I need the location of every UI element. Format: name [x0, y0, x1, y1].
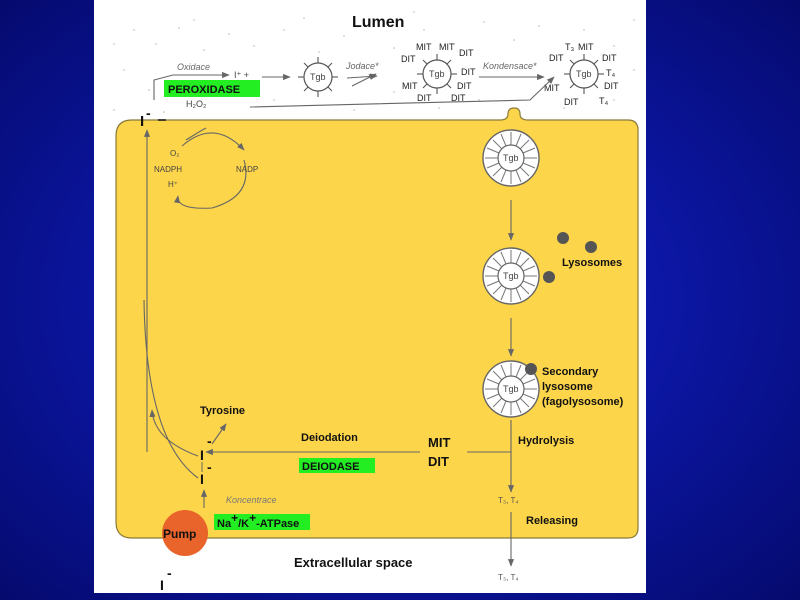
iodide-middle-charge: -: [207, 433, 212, 449]
mit-label: MIT: [439, 42, 455, 52]
vesicle-with-lysosomes: Tgb: [482, 247, 540, 305]
iodinated-residues-ball-3: T₃ MIT DIT DIT T₄ DIT MIT DIT T₄: [544, 42, 619, 107]
hplus-label: H⁺: [168, 180, 178, 189]
dit-label: DIT: [417, 93, 432, 103]
dit-label: DIT: [401, 54, 416, 64]
h2o2-label: H₂O₂: [186, 99, 207, 109]
lumen-speckles: [113, 11, 635, 113]
atpase-box: Na+/K+-ATPase: [214, 511, 310, 530]
iodide-middle: I: [200, 447, 204, 463]
tgb-ball-3: Tgb: [563, 53, 605, 95]
pump-label: Pump: [163, 527, 196, 541]
secondary-lysosome-label-2: lysosome: [542, 381, 593, 393]
t4-label: T₄: [599, 96, 608, 106]
iodide-top-charge: -: [146, 105, 151, 121]
lysosome-dot: [543, 271, 555, 283]
iodinated-residues-ball-2: MIT MIT DIT DIT DIT MIT DIT DIT DIT: [401, 42, 476, 103]
mit-label: MIT: [544, 83, 560, 93]
oxidace-label: Oxidace: [177, 62, 210, 72]
iodide-lower: I: [200, 471, 204, 487]
mit-label: MIT: [578, 42, 594, 52]
svg-text:Tgb: Tgb: [503, 384, 519, 394]
dit-label: DIT: [604, 81, 619, 91]
t4-label: T₄: [606, 68, 615, 78]
o2-label: O₂: [170, 149, 179, 158]
iodide-top: I: [140, 113, 144, 130]
lysosome-dot: [557, 232, 569, 244]
lumen-arrows: [143, 71, 555, 540]
nadph-cycle: O₂ NADPH H⁺ NADP: [154, 127, 258, 209]
dit-label: DIT: [457, 81, 472, 91]
deiodase-box: DEIODASE: [299, 458, 375, 473]
iodide-lower-charge: -: [207, 459, 212, 475]
dit-label: DIT: [461, 67, 476, 77]
peroxidase-label: PEROXIDASE: [168, 84, 240, 96]
nadp-label: NADP: [236, 165, 258, 174]
dit-label: DIT: [459, 48, 474, 58]
iodide-outside: I: [160, 577, 164, 593]
deiodase-label: DEIODASE: [302, 461, 359, 473]
kondensace-label: Kondensace*: [483, 61, 537, 71]
jodace-label: Jodace*: [345, 61, 379, 71]
follicular-cell: [115, 107, 639, 539]
tgb-ball-2: Tgb: [416, 53, 458, 95]
koncentrace-label: Koncentrace: [226, 495, 277, 505]
nadph-label: NADPH: [154, 165, 182, 174]
mit-product: MIT: [428, 435, 450, 450]
dit-label: DIT: [602, 53, 617, 63]
t3-label: T₃: [565, 42, 574, 52]
svg-text:Tgb: Tgb: [576, 69, 592, 79]
hydrolysis-label: Hydrolysis: [518, 435, 574, 447]
mit-label: MIT: [402, 81, 418, 91]
svg-text:Tgb: Tgb: [310, 72, 326, 82]
t3t4-released: T₃, T₄: [498, 573, 519, 582]
tyrosine-label: Tyrosine: [200, 405, 245, 417]
svg-text:Tgb: Tgb: [429, 69, 445, 79]
deiodation-label: Deiodation: [301, 432, 358, 444]
lysosome-dot: [585, 241, 597, 253]
extracellular-label: Extracellular space: [294, 555, 413, 570]
tgb-ball-1: Tgb: [297, 56, 339, 98]
releasing-label: Releasing: [526, 515, 578, 527]
diagram-panel: Lumen Tgb Tgb Tgb MIT MIT DIT DIT DIT MI…: [94, 0, 646, 593]
vesicle-secondary-lysosome: Tgb: [482, 360, 540, 418]
secondary-lysosome-label-3: (fagolysosome): [542, 396, 624, 408]
t3t4-in-cell: T₃, T₄: [498, 496, 519, 505]
lumen-label: Lumen: [352, 14, 404, 31]
dit-label: DIT: [451, 93, 466, 103]
thyroid-hormone-synthesis-diagram: Lumen Tgb Tgb Tgb MIT MIT DIT DIT DIT MI…: [113, 11, 639, 593]
iodide-outside-charge: -: [167, 565, 172, 581]
mit-label: MIT: [416, 42, 432, 52]
peroxidase-box: PEROXIDASE: [164, 80, 260, 97]
dit-label: DIT: [564, 97, 579, 107]
vesicle-endocytosis: Tgb: [482, 129, 540, 187]
dit-product: DIT: [428, 454, 449, 469]
lysosome-dot: [525, 363, 537, 375]
iodine-cation-label: I⁺ +: [234, 70, 249, 80]
pump: Pump: [162, 510, 208, 556]
secondary-lysosome-label-1: Secondary: [542, 366, 599, 378]
lysosomes-label: Lysosomes: [562, 257, 622, 269]
svg-text:Tgb: Tgb: [503, 271, 519, 281]
svg-text:Tgb: Tgb: [503, 153, 519, 163]
dit-label: DIT: [549, 53, 564, 63]
